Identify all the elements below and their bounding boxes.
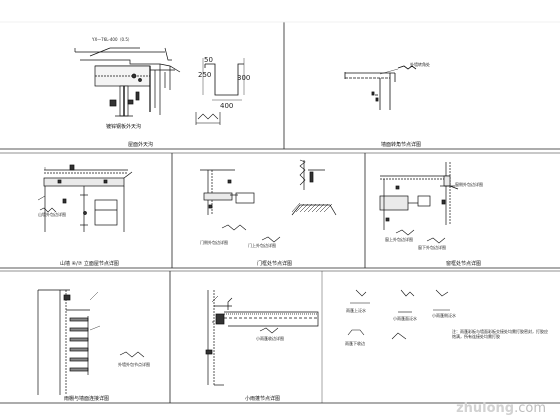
panel-6-canopy-wall: [37, 289, 145, 395]
note-panel-4b: 门上外包边详图: [248, 243, 276, 248]
note-panel-3: 山墙外包边详图: [38, 212, 66, 217]
caption-panel-5: 窗框处节点详图: [446, 261, 482, 267]
caption-panel-2: 墙面转角节点详图: [381, 142, 422, 148]
panel-3-gable: [37, 164, 133, 232]
dim-400: 400: [220, 102, 234, 110]
note-panel-7a: 小雨蓬收边详图: [256, 336, 284, 341]
panel-4-door: [200, 159, 337, 243]
note-panel-7e: 雨蓬下收边: [345, 341, 365, 346]
note-panel-5b: 窗上外包边详图: [385, 237, 413, 242]
watermark-suffix: .com: [514, 401, 546, 416]
watermark: zhulong.com: [456, 401, 546, 416]
caption-gutter-label: 镀锌钢板外天沟: [106, 124, 142, 130]
general-note: 注：雨蓬彩板与墙面彩板交接处均需打胶密封，打胶应饱满，所有连接处均需打胶: [452, 329, 548, 340]
caption-panel-3: 山墙 ④/⑦ 立面屋节点详图: [60, 261, 119, 267]
gutter-symbol: [195, 112, 221, 125]
flashing-symbols: [347, 289, 450, 340]
caption-panel-1: 屋面外天沟: [128, 142, 154, 148]
panel-1-gutter: [74, 47, 181, 117]
note-panel-5a: 窗侧外包边详图: [455, 182, 483, 187]
note-panel-7b: 雨蓬上泛水: [346, 308, 366, 313]
note-panel-2: 外墙转角处: [410, 62, 430, 67]
note-panel-7c: 小雨蓬面泛水: [393, 316, 417, 321]
note-panel-7d: 小雨蓬侧泛水: [432, 313, 456, 318]
dim-250: 250: [198, 71, 212, 79]
caption-panel-7: 小雨蓬节点详图: [245, 396, 281, 402]
panel-5-window: [379, 162, 459, 244]
caption-panel-4: 门框处节点详图: [257, 261, 293, 267]
watermark-brand: zhulong: [456, 401, 515, 416]
top-note-1: YX—76L-400（0.5）: [92, 37, 132, 42]
note-panel-5c: 窗下外包边详图: [418, 245, 446, 250]
gutter-profile: [202, 58, 245, 101]
panel-2-corner: [344, 65, 417, 110]
note-panel-6: 外墙外包节点详图: [118, 362, 150, 367]
caption-panel-6: 雨棚与墙面连接详图: [64, 396, 110, 402]
dim-50: 50: [204, 56, 213, 64]
note-panel-4a: 门侧外包边详图: [200, 240, 228, 245]
dim-300: 300: [237, 74, 251, 82]
panel-7-small-canopy: [205, 290, 319, 386]
